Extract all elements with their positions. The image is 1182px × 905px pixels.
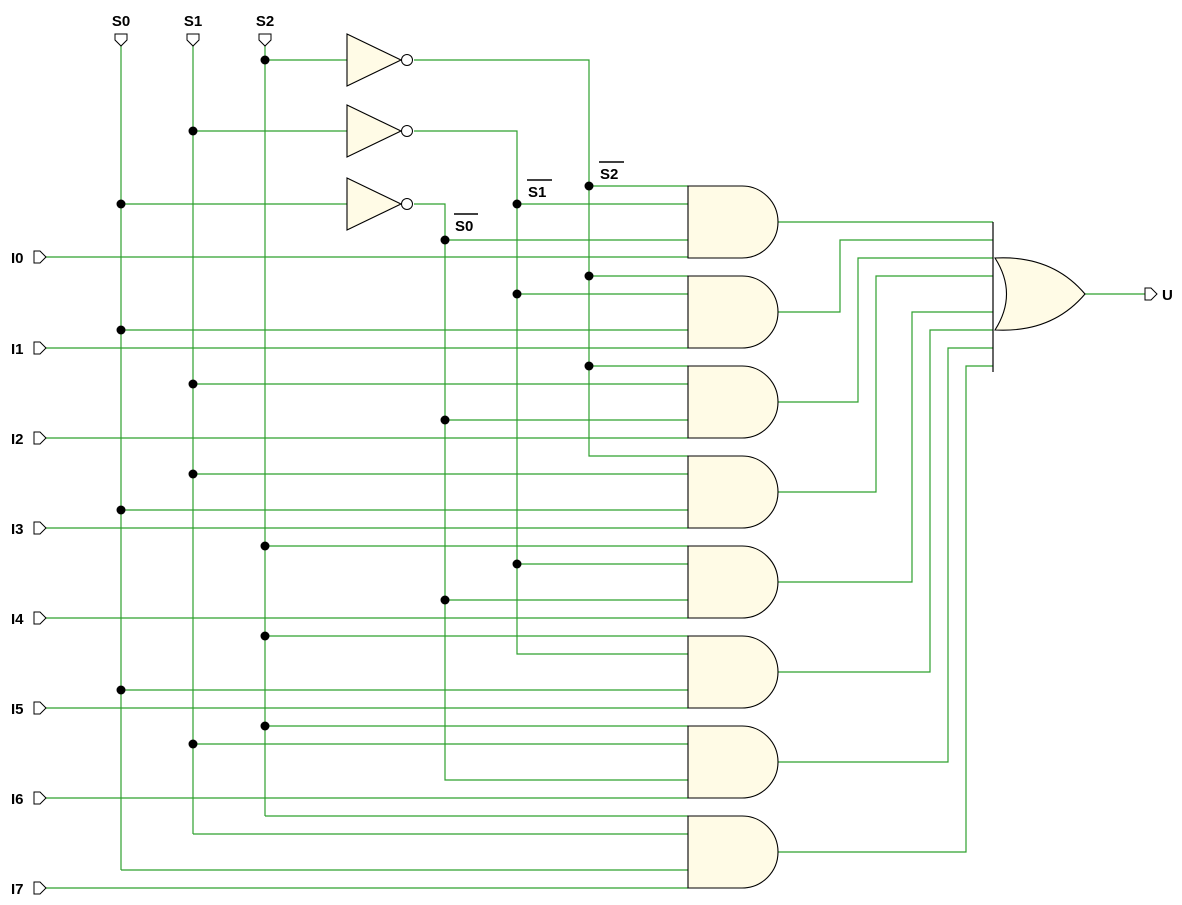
svg-text:S2: S2 <box>600 166 618 183</box>
and-gate-6 <box>687 725 779 799</box>
select-input-s0: S0 <box>112 13 130 47</box>
and-gate-5 <box>687 635 779 709</box>
svg-text:I0: I0 <box>11 250 24 267</box>
junction-dots <box>116 55 594 749</box>
select-input-s1: S1 <box>184 13 202 47</box>
and-gate-4 <box>687 545 779 619</box>
label-s2: S2 <box>256 13 274 30</box>
label-not-s0: S0 <box>454 213 478 235</box>
or-gate <box>992 222 1086 372</box>
data-input-i5: I5 <box>11 701 47 718</box>
wires <box>45 45 1145 889</box>
and-gate-3 <box>687 455 779 529</box>
data-input-i6: I6 <box>11 791 47 808</box>
data-input-i3: I3 <box>11 521 47 538</box>
and-gates <box>687 185 779 889</box>
data-input-i7: I7 <box>11 881 47 898</box>
inverter-s2 <box>340 33 413 87</box>
svg-text:I2: I2 <box>11 431 24 448</box>
data-inputs: I0 I1 I2 I3 I4 I5 I6 I7 <box>11 250 47 898</box>
label-s1: S1 <box>184 13 202 30</box>
data-input-i0: I0 <box>11 250 47 267</box>
label-not-s2: S2 <box>599 161 624 183</box>
output-u: U <box>1144 287 1173 304</box>
label-s0: S0 <box>112 13 130 30</box>
inverter-s0 <box>340 177 413 231</box>
svg-text:I7: I7 <box>11 881 24 898</box>
svg-text:I3: I3 <box>11 521 24 538</box>
data-input-i1: I1 <box>11 341 47 358</box>
and-gate-2 <box>687 365 779 439</box>
data-input-i2: I2 <box>11 431 47 448</box>
inverter-s1 <box>340 104 413 158</box>
and-gate-1 <box>687 275 779 349</box>
svg-text:S1: S1 <box>528 184 546 201</box>
svg-text:I6: I6 <box>11 791 24 808</box>
select-input-s2: S2 <box>256 13 274 47</box>
data-input-i4: I4 <box>11 611 47 628</box>
svg-text:I1: I1 <box>11 341 24 358</box>
and-gate-7 <box>687 815 779 889</box>
svg-text:S0: S0 <box>455 218 473 235</box>
label-not-s1: S1 <box>527 179 552 201</box>
svg-text:I4: I4 <box>11 611 24 628</box>
and-gate-0 <box>687 185 779 259</box>
svg-text:I5: I5 <box>11 701 24 718</box>
label-u: U <box>1162 287 1173 304</box>
